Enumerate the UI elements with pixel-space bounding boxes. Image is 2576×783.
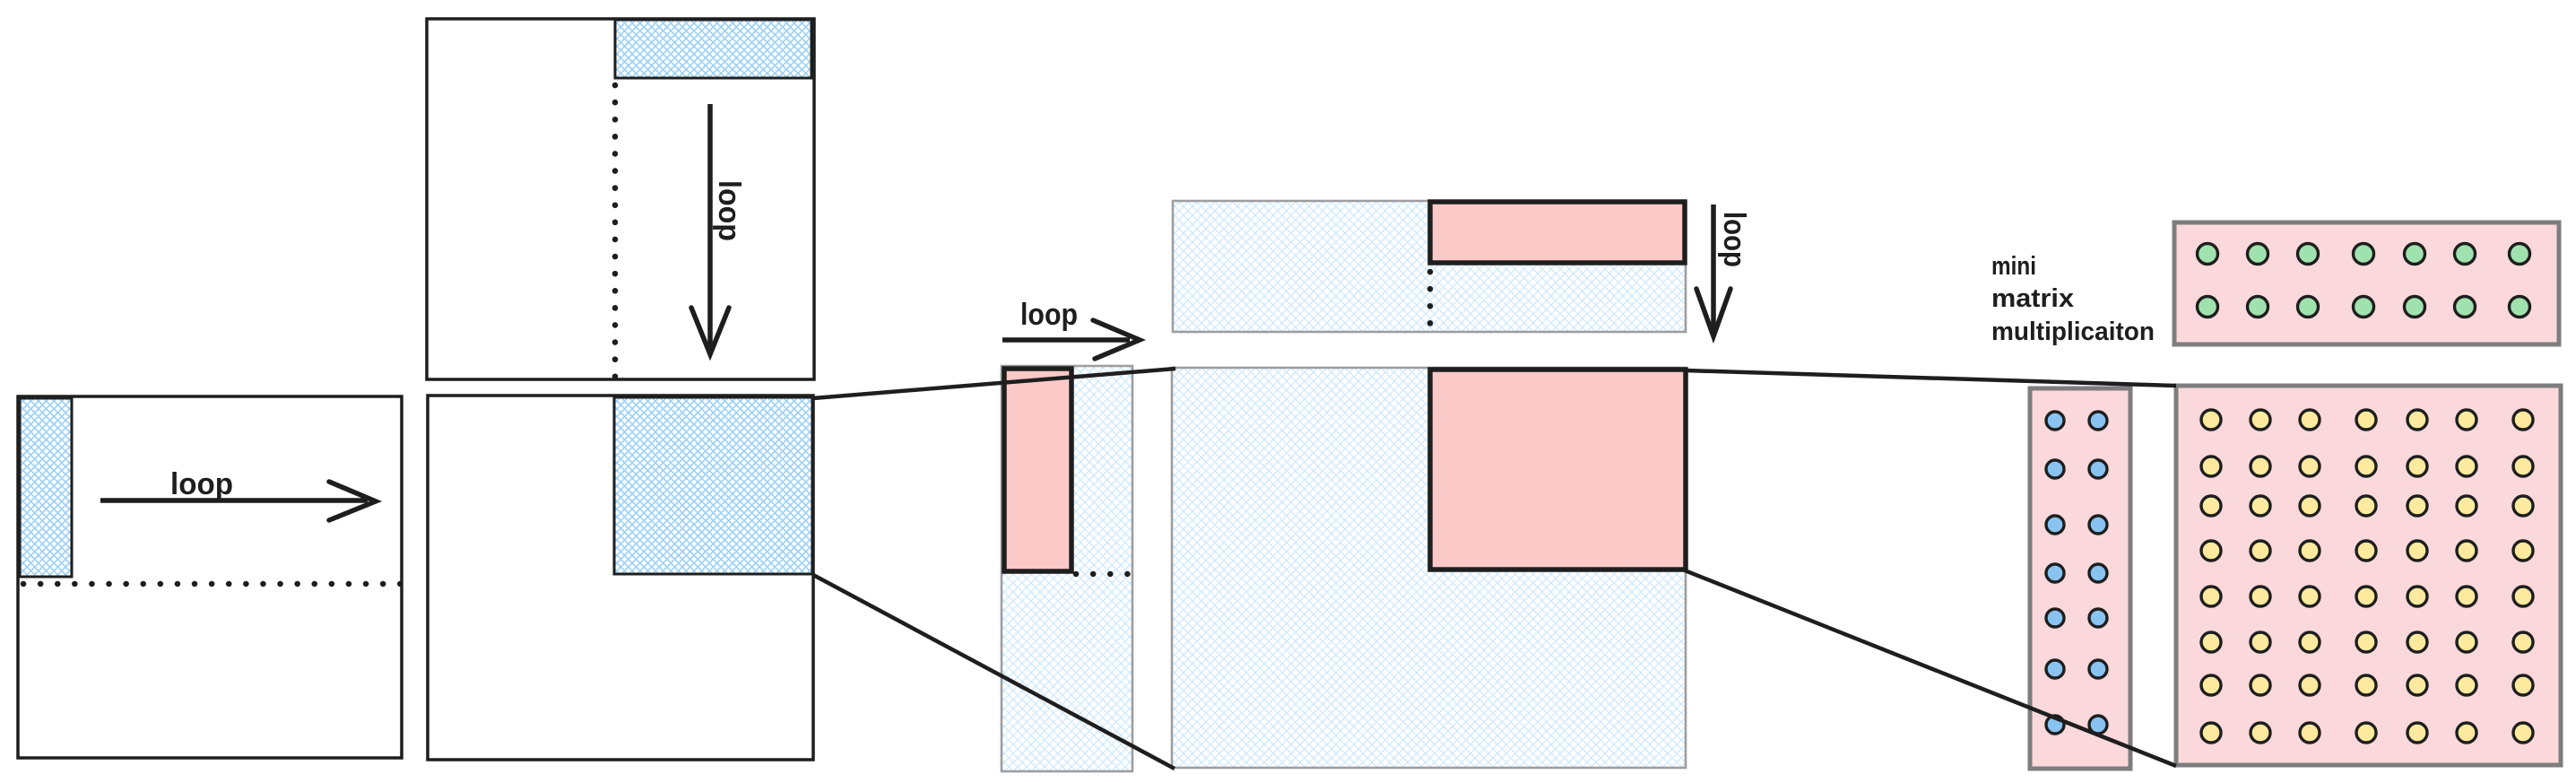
svg-text:multiplicaiton: multiplicaiton <box>1991 318 2155 346</box>
svg-text:loop: loop <box>1717 212 1751 267</box>
svg-text:loop: loop <box>712 180 746 241</box>
svg-text:loop: loop <box>1020 298 1078 332</box>
svg-text:matrix: matrix <box>1991 284 2074 313</box>
svg-text:mini: mini <box>1991 252 2036 281</box>
svg-text:loop: loop <box>170 467 233 501</box>
